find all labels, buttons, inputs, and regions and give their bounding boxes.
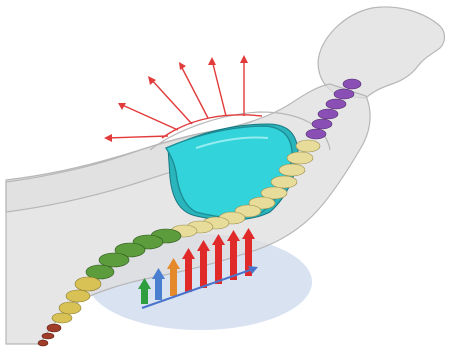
vertebra xyxy=(42,333,54,339)
vertebra xyxy=(334,89,354,99)
vertebra xyxy=(287,152,313,164)
vertebra xyxy=(52,313,72,323)
vertebra xyxy=(326,99,346,109)
vertebra xyxy=(99,253,129,267)
vertebra xyxy=(38,340,48,346)
vertebra xyxy=(318,109,338,119)
vertebra xyxy=(75,277,101,291)
vertebra xyxy=(296,140,320,152)
vertebra xyxy=(279,164,305,176)
vertebra xyxy=(66,290,90,302)
vertebra xyxy=(343,79,361,89)
vertebra xyxy=(47,324,61,332)
vertebra xyxy=(271,176,297,188)
vertebra xyxy=(306,129,326,139)
vertebra xyxy=(312,119,332,129)
vertebra xyxy=(59,302,81,314)
